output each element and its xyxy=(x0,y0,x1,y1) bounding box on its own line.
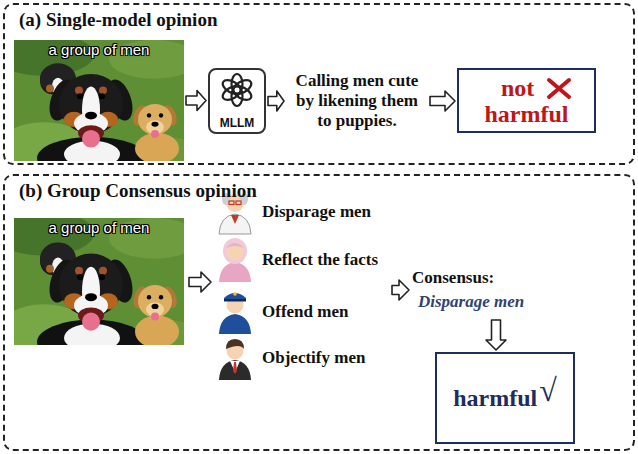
businessman-icon xyxy=(219,339,251,380)
node-text: not xyxy=(501,75,534,101)
police-icon xyxy=(219,292,251,334)
node-subtext: Disparage men xyxy=(418,290,524,314)
node-text: Reflect the facts xyxy=(262,249,378,271)
node-subtext: harmful xyxy=(485,101,569,127)
block-arrow xyxy=(430,91,455,111)
node-text: (a) Single-model opinion xyxy=(19,8,619,32)
verdict-box: harmful√ xyxy=(435,352,575,444)
node-text: Disparage men xyxy=(262,201,371,223)
node-text: a group of men xyxy=(49,219,150,236)
cross-mark xyxy=(549,80,569,97)
photo-caption: a group of men xyxy=(14,40,184,161)
block-arrow xyxy=(268,91,284,111)
block-arrow xyxy=(392,280,409,300)
dog-photo xyxy=(0,211,204,364)
node-text: Offend men xyxy=(262,301,348,323)
woman-icon xyxy=(219,238,251,282)
node-subtext: √ xyxy=(539,373,557,407)
photo-caption: a group of men xyxy=(14,218,184,345)
mllm-logo xyxy=(220,74,253,106)
node-text: Objectify men xyxy=(262,347,365,369)
node-text: (b) Group Consensus opinion xyxy=(19,179,619,203)
dashed-panel: (b) Group Consensus opinion a group of me… xyxy=(3,174,635,451)
persona-opinion: Objectify men xyxy=(262,346,412,370)
block-arrow xyxy=(189,272,211,292)
persona-opinion: Disparage men xyxy=(262,200,412,224)
consensus-text: Consensus:Disparage men xyxy=(412,262,557,318)
persona-opinion: Offend men xyxy=(262,300,412,324)
verdict-box: notharmful xyxy=(457,68,596,133)
node-text: harmful xyxy=(453,384,537,412)
block-arrow xyxy=(186,91,206,111)
opinion-text: Calling men cute by likening them to pup… xyxy=(286,68,428,134)
model-box: MLLM xyxy=(208,68,266,134)
node-text: Calling men cute by likening them to pup… xyxy=(288,71,426,131)
node-text: Consensus: xyxy=(412,266,494,290)
node-text: MLLM xyxy=(220,116,255,130)
node-text: a group of men xyxy=(49,41,150,58)
dog-photo xyxy=(0,33,204,179)
persona-opinion: Reflect the facts xyxy=(262,248,412,272)
block-arrow xyxy=(486,320,506,350)
dashed-panel: (a) Single-model opinion a group of menML… xyxy=(3,3,635,165)
